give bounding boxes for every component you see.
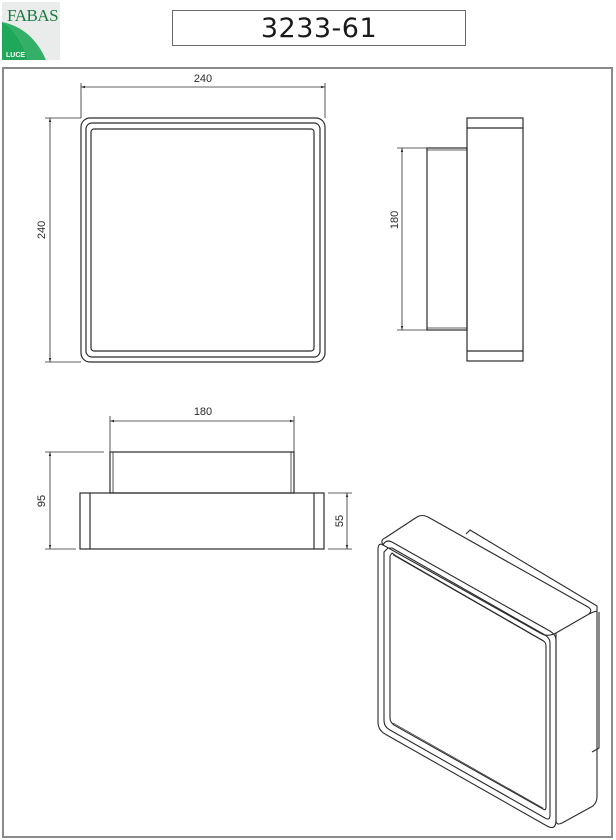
top-view xyxy=(45,416,352,550)
top-width-label: 180 xyxy=(194,406,212,418)
front-view xyxy=(45,83,326,363)
drawing-frame xyxy=(2,67,613,838)
fabas-luce-logo: FABAS LUCE xyxy=(2,2,60,60)
isometric-view xyxy=(377,514,600,829)
product-code-box: 3233-61 xyxy=(172,10,466,46)
front-width-label: 240 xyxy=(194,73,212,85)
logo-brand-text: FABAS xyxy=(7,6,58,25)
body-depth-label: 55 xyxy=(334,515,346,527)
side-height-label: 180 xyxy=(389,211,401,229)
front-height-label: 240 xyxy=(36,221,48,239)
total-depth-label: 95 xyxy=(36,495,48,507)
logo-sub-text: LUCE xyxy=(6,52,25,59)
product-code: 3233-61 xyxy=(260,12,378,44)
side-view xyxy=(397,117,524,362)
